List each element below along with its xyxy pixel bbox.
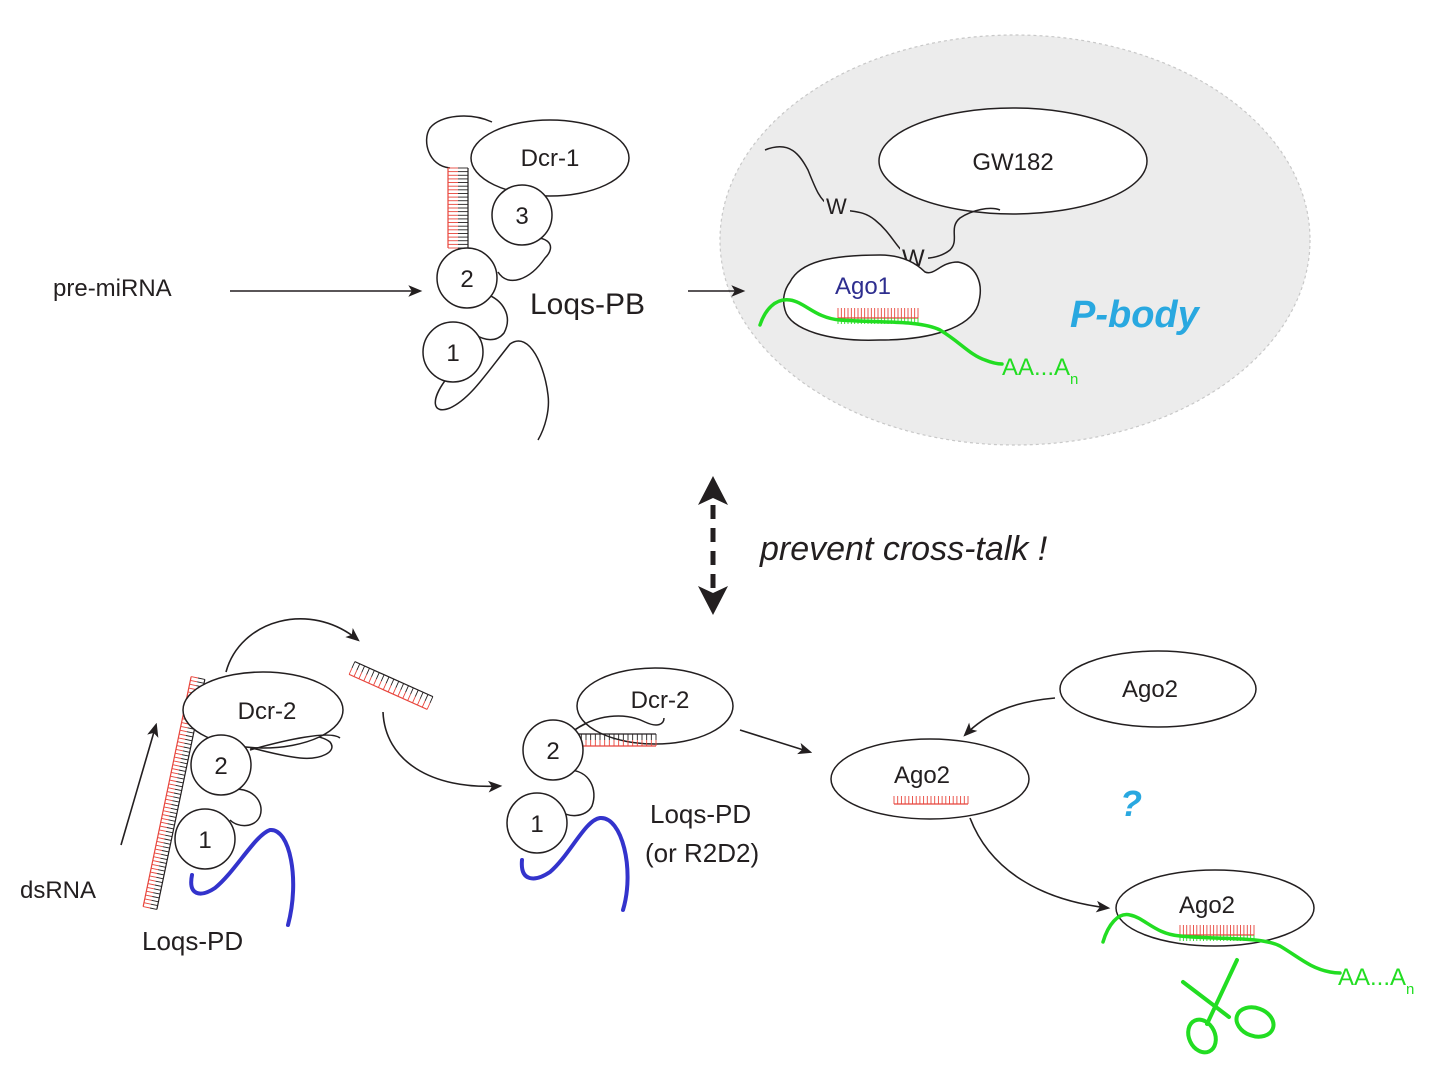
loqs-pb-linker-2 — [475, 293, 509, 341]
domain-3 — [491, 184, 553, 246]
target-mrna-bottom — [1101, 912, 1342, 975]
dcr2-protein-left — [182, 671, 344, 749]
loqs-pb-tail — [434, 340, 550, 441]
ago2-loaded — [830, 738, 1030, 820]
loqs-pd-linker-left-1 — [249, 734, 341, 751]
arrow-sirna-to-loading — [382, 711, 503, 793]
dcr2-label-left: Dcr-2 — [238, 698, 297, 725]
arrow-to-sirna — [225, 618, 360, 673]
domain-1-mid-label: 1 — [530, 811, 543, 838]
dcr1-protein — [470, 119, 630, 197]
gw182-label: GW182 — [972, 149, 1053, 176]
cross-talk-label: prevent cross-talk ! — [759, 530, 1048, 568]
poly-a-tail-top: AA...An — [1002, 354, 1078, 388]
domain-2-left-label: 2 — [214, 753, 227, 780]
domain-3-label: 3 — [515, 203, 528, 230]
loqs-pd-label: Loqs-PD — [142, 926, 243, 956]
ago2-guide-strand — [893, 796, 969, 805]
pre-mirna-stem — [447, 167, 469, 249]
gw182-protein — [878, 107, 1148, 215]
ago1-label: Ago1 — [835, 273, 891, 300]
dcr2-protein-mid — [576, 667, 734, 745]
domain-1-left-label: 1 — [198, 827, 211, 854]
pre-mirna-label: pre-miRNA — [53, 275, 172, 302]
ago2-target-label: Ago2 — [1179, 892, 1235, 919]
loqs-pd-linker-mid-2 — [559, 769, 595, 817]
ago2-free — [1059, 650, 1257, 728]
p-body-region — [719, 34, 1311, 446]
domain-1-mid — [506, 792, 568, 854]
loqs-pd-or-r2d2-line2: (or R2D2) — [645, 838, 759, 868]
loqs-pd-linker-mid-1 — [571, 715, 665, 733]
dsrna-label: dsRNA — [20, 877, 96, 904]
released-sirna-duplex — [348, 661, 434, 710]
arrow-to-target-cleavage — [969, 817, 1111, 913]
domain-2-left — [190, 734, 252, 796]
arrow-ago2-free — [963, 697, 1056, 737]
loqs-pd-tail-left — [189, 828, 296, 927]
loqs-pd-linker-left-2 — [227, 788, 262, 827]
dcr1-label: Dcr-1 — [521, 145, 580, 172]
arrow-to-ago2 — [739, 729, 813, 755]
p-body-label: P-body — [1070, 294, 1201, 336]
arrow-dsrna — [120, 722, 159, 846]
domain-1-label: 1 — [446, 340, 459, 367]
target-mrna-top — [758, 298, 1004, 366]
ago2-free-label: Ago2 — [1122, 676, 1178, 703]
dcr2-label-mid: Dcr-2 — [631, 687, 690, 714]
loqs-pd-tail-mid — [519, 816, 630, 912]
ago2-target-complex — [1115, 869, 1315, 947]
domain-2 — [436, 247, 498, 309]
domain-1 — [422, 321, 484, 383]
loqs-pb-label: Loqs-PB — [530, 288, 645, 321]
domain-2-mid-label: 2 — [546, 738, 559, 765]
poly-a-tail-bottom: AA...An — [1338, 964, 1414, 998]
question-mark: ? — [1120, 783, 1142, 824]
w-motif-1: W — [826, 194, 847, 219]
loqs-pd-or-r2d2-line1: Loqs-PD — [650, 799, 751, 829]
bound-sirna-duplex — [571, 733, 657, 747]
domain-2-mid — [522, 719, 584, 781]
w-motif-box-1 — [824, 194, 850, 218]
pre-mirna-loop — [425, 115, 493, 169]
gw182-tether — [764, 146, 1001, 260]
ago2-loaded-label: Ago2 — [894, 762, 950, 789]
domain-2-label: 2 — [460, 266, 473, 293]
dashed-double-arrow-icon — [698, 476, 728, 615]
domain-1-left — [174, 808, 236, 870]
scissors-icon — [1181, 958, 1276, 1055]
